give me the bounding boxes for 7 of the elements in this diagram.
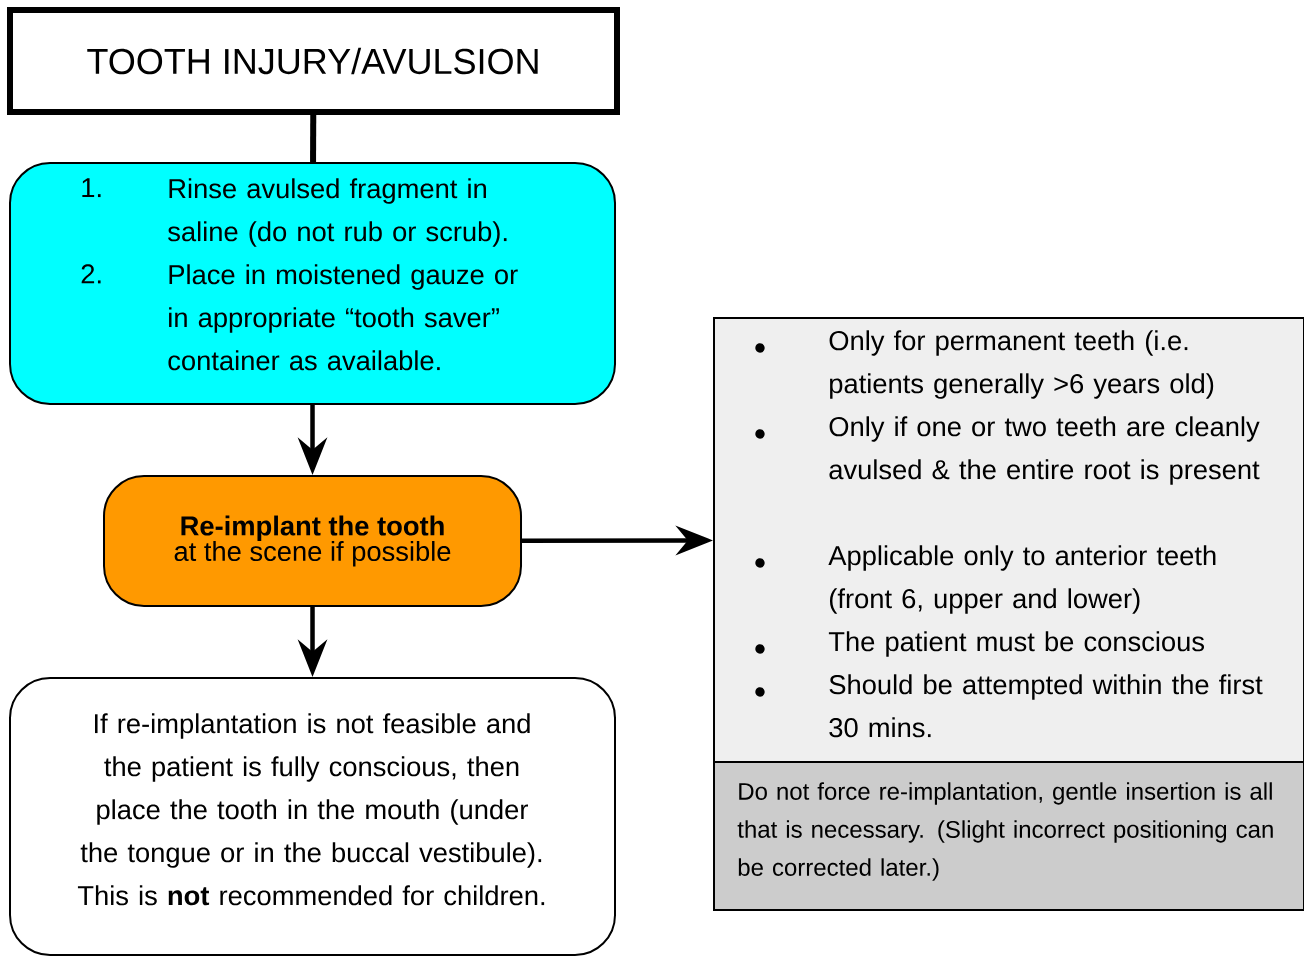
connector-line xyxy=(310,115,317,162)
criteria-box: Only for permanent teeth (i.e. patients generally >6 years old) Only if one or two teeth are cleanly avulsed & the entire root is present Applicable only to anterior teeth (front 6, upper and lower) The patient must be conscious Should be attempted within the first 30 mins. xyxy=(713,317,1304,763)
title-box: TOOTH INJURY/AVULSION xyxy=(7,7,620,115)
action-box: Re-implant the tooth at the scene if possible xyxy=(103,475,522,607)
alternative-box: If re-implantation is not feasible and the patient is fully conscious, then place the tooth in the mouth (under the tongue or in the buccal vestibule). This is not recommended for children. xyxy=(9,677,616,956)
instruction-box: 1. Rinse avulsed fragment in saline (do not rub or scrub). 2. Place in moistened gauze or in appropriate “tooth saver” container as available. xyxy=(9,162,616,405)
caution-box: Do not force re-implantation, gentle insertion is all that is necessary. (Slight incorrect positioning can be corrected later.) xyxy=(713,761,1304,911)
